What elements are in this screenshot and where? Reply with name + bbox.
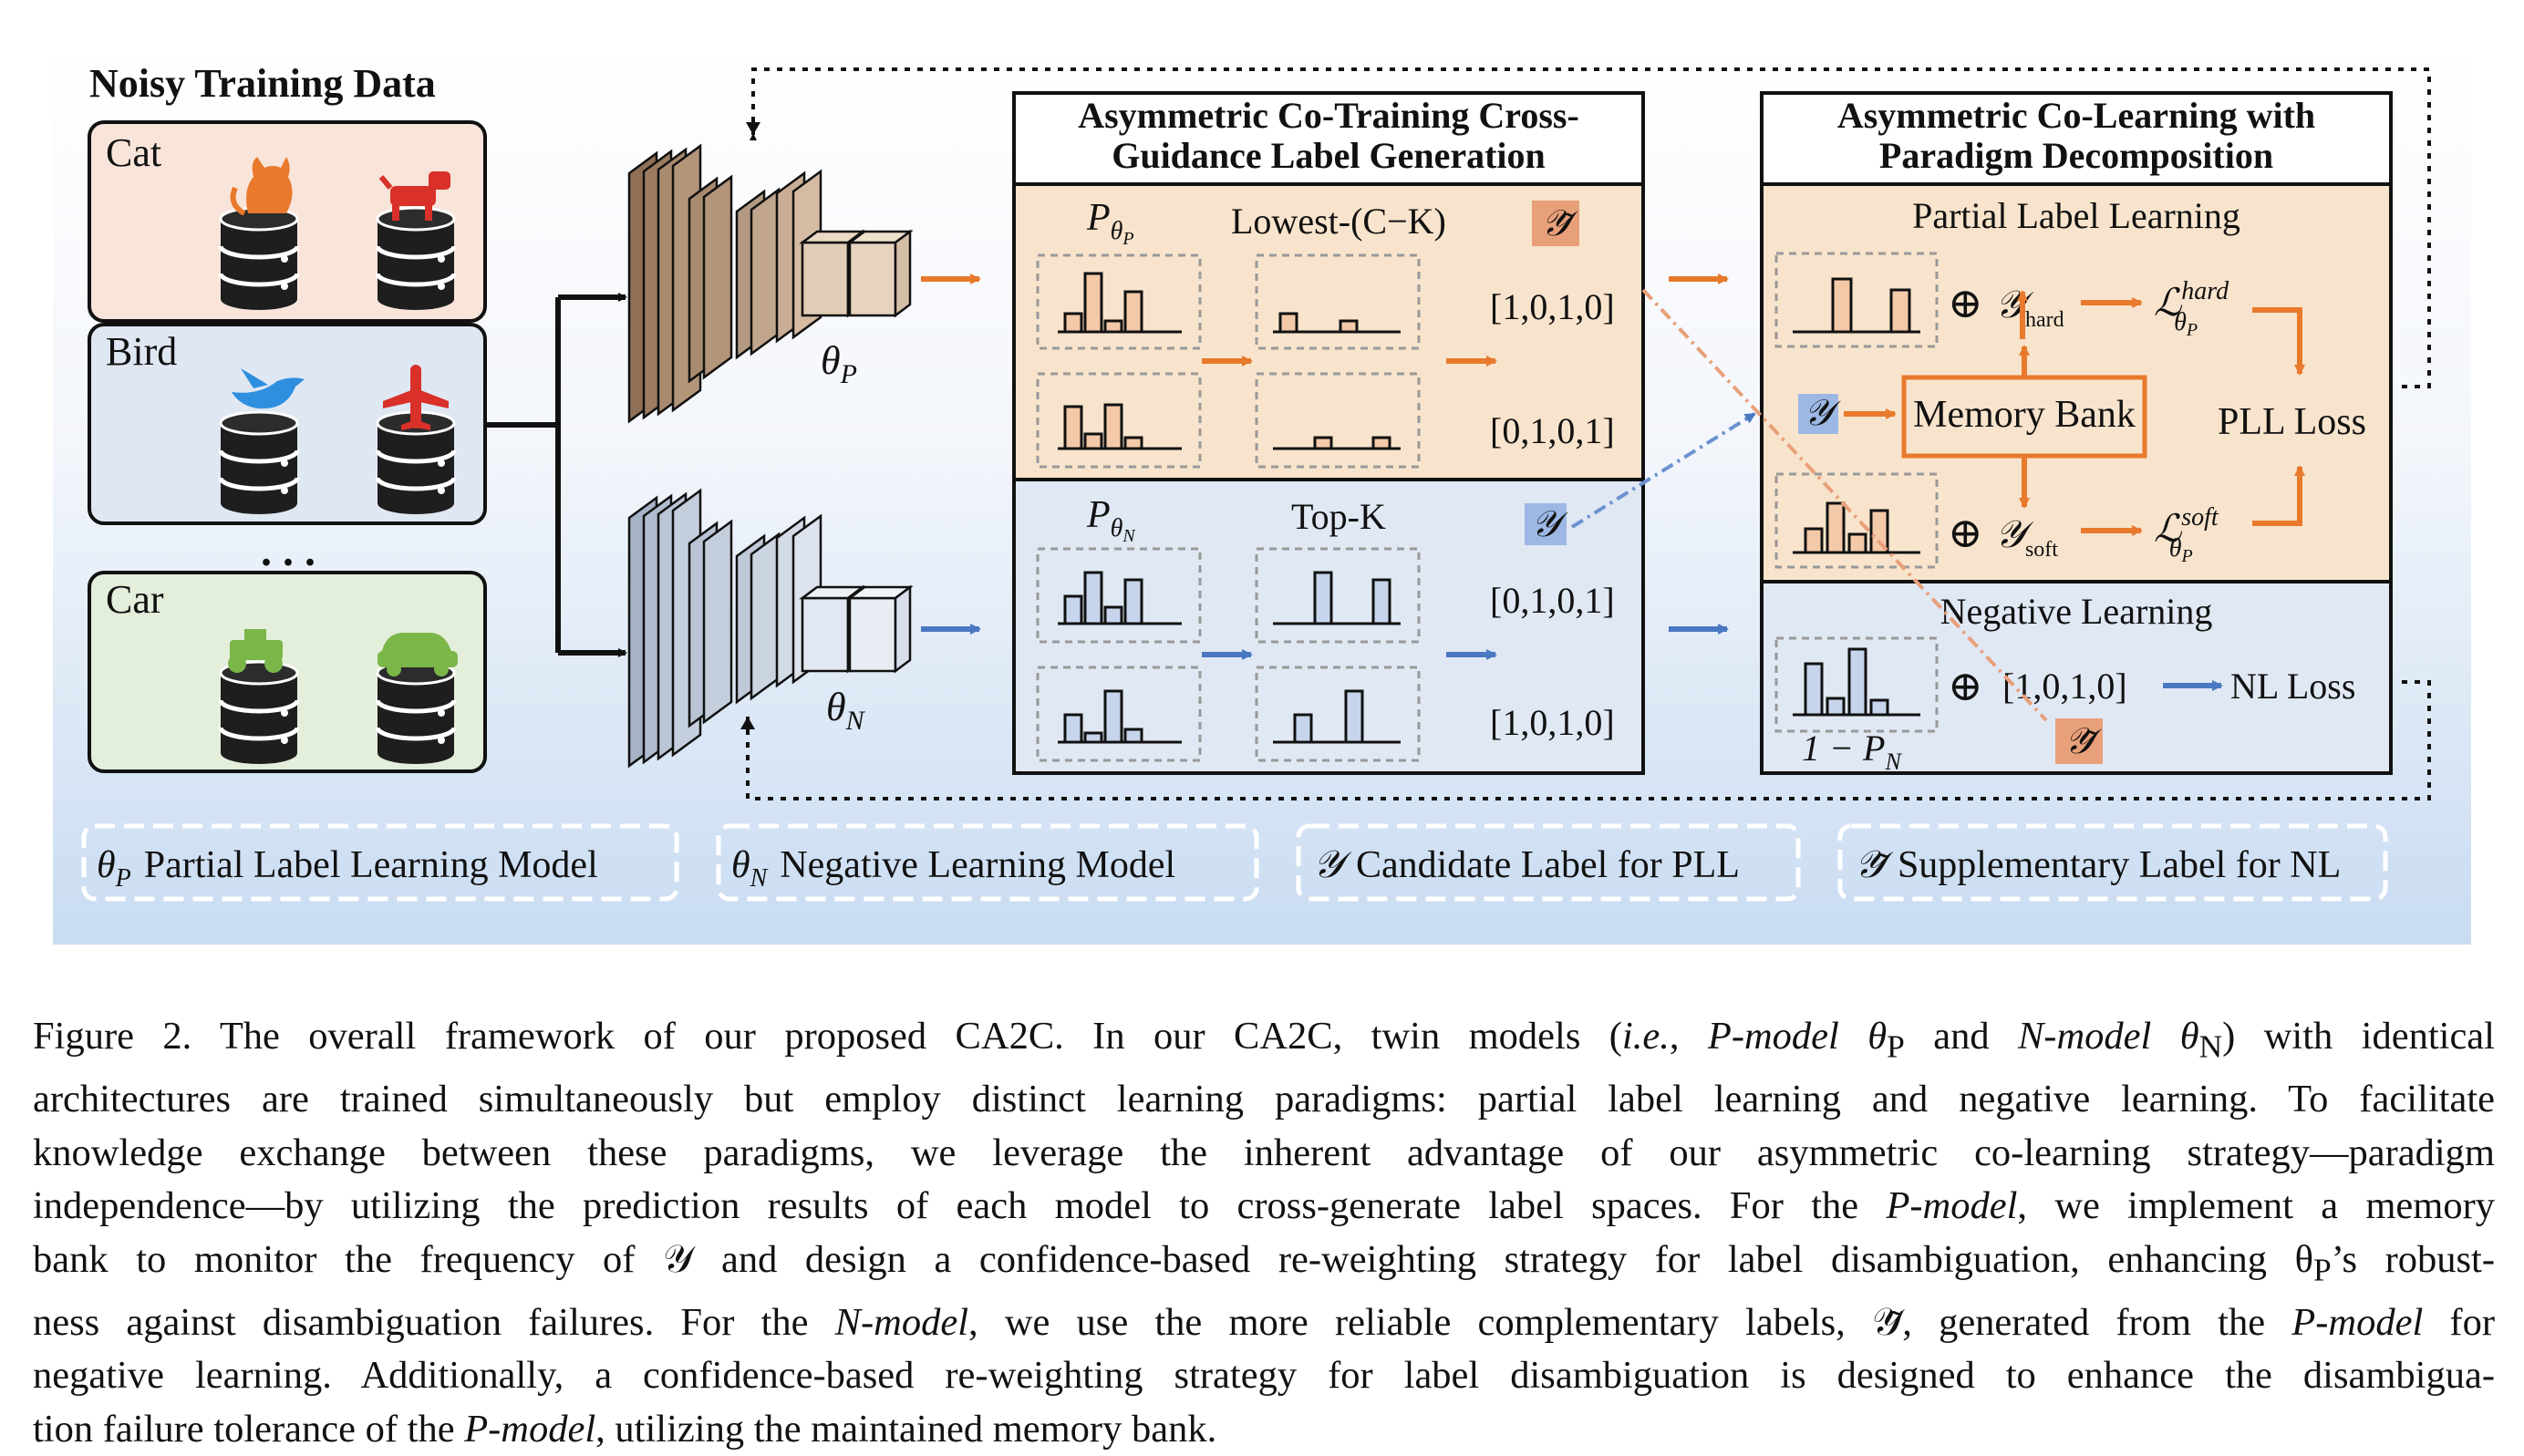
cross-guidance-module: Asymmetric Co-Training Cross- Guidance L… [1014,93,1643,773]
caption-line-3: knowledge exchange between these paradig… [33,1127,2495,1181]
p-vector-1: [1,0,1,0] [1490,286,1615,327]
memory-bank-label: Memory Bank [1913,394,2136,436]
cross-title-line2: Guidance Label Generation [1112,135,1546,176]
nl-section-title: Negative Learning [1940,591,2213,632]
more-classes-ellipsis: . . . [261,527,316,575]
n-vector-1: [0,1,0,1] [1490,580,1615,621]
caption-line-4: independence—by utilizing the prediction… [33,1180,2495,1234]
car-database-icon [378,662,454,764]
framework-diagram: Noisy Training Data Cat Bird [0,0,2524,1003]
nl-loss-label: NL Loss [2230,666,2355,707]
caption-line-5: bank to monitor the frequency of 𝒴 and d… [33,1234,2495,1296]
car-panel: Car [89,573,485,771]
caption-line-8: tion failure tolerance of the P-model, u… [33,1403,2495,1456]
co-learning-module: Asymmetric Co-Learning with Paradigm Dec… [1762,93,2391,775]
nl-vector: [1,0,1,0] [2002,666,2127,707]
lowest-ck-label: Lowest-(C−K) [1231,201,1446,242]
n-vector-2: [1,0,1,0] [1490,702,1615,743]
bird-database-icon [221,412,297,514]
caption-line-7: negative learning. Additionally, a confi… [33,1349,2495,1403]
bird-label: Bird [106,329,177,374]
cross-title-line1: Asymmetric Co-Training Cross- [1078,95,1579,136]
noisy-data-title: Noisy Training Data [89,61,436,106]
cat-label: Cat [106,130,161,175]
car-label: Car [106,577,164,622]
car-database-icon [221,662,297,764]
oplus-soft: ⊕ [1948,510,1983,556]
caption-line-2: architectures are trained simultaneously… [33,1073,2495,1127]
pll-loss-label: PLL Loss [2218,401,2366,443]
caption-line-6: ness against disambiguation failures. Fo… [33,1296,2495,1350]
top-k-label: Top-K [1291,496,1386,537]
cat-panel: Cat [89,122,485,321]
cat-database-icon [378,208,454,310]
colearn-title-line2: Paradigm Decomposition [1879,135,2273,176]
p-vector-2: [0,1,0,1] [1490,410,1615,451]
pll-section-title: Partial Label Learning [1912,195,2240,236]
caption-line-1: Figure 2. The overall framework of our p… [33,1010,2495,1073]
cat-database-icon [221,208,297,310]
oplus-nl: ⊕ [1948,663,1983,709]
figure-caption: Figure 2. The overall framework of our p… [33,1010,2495,1456]
oplus-hard: ⊕ [1948,280,1983,326]
bird-panel: Bird [89,325,485,523]
colearn-title-line1: Asymmetric Co-Learning with [1837,95,2315,136]
